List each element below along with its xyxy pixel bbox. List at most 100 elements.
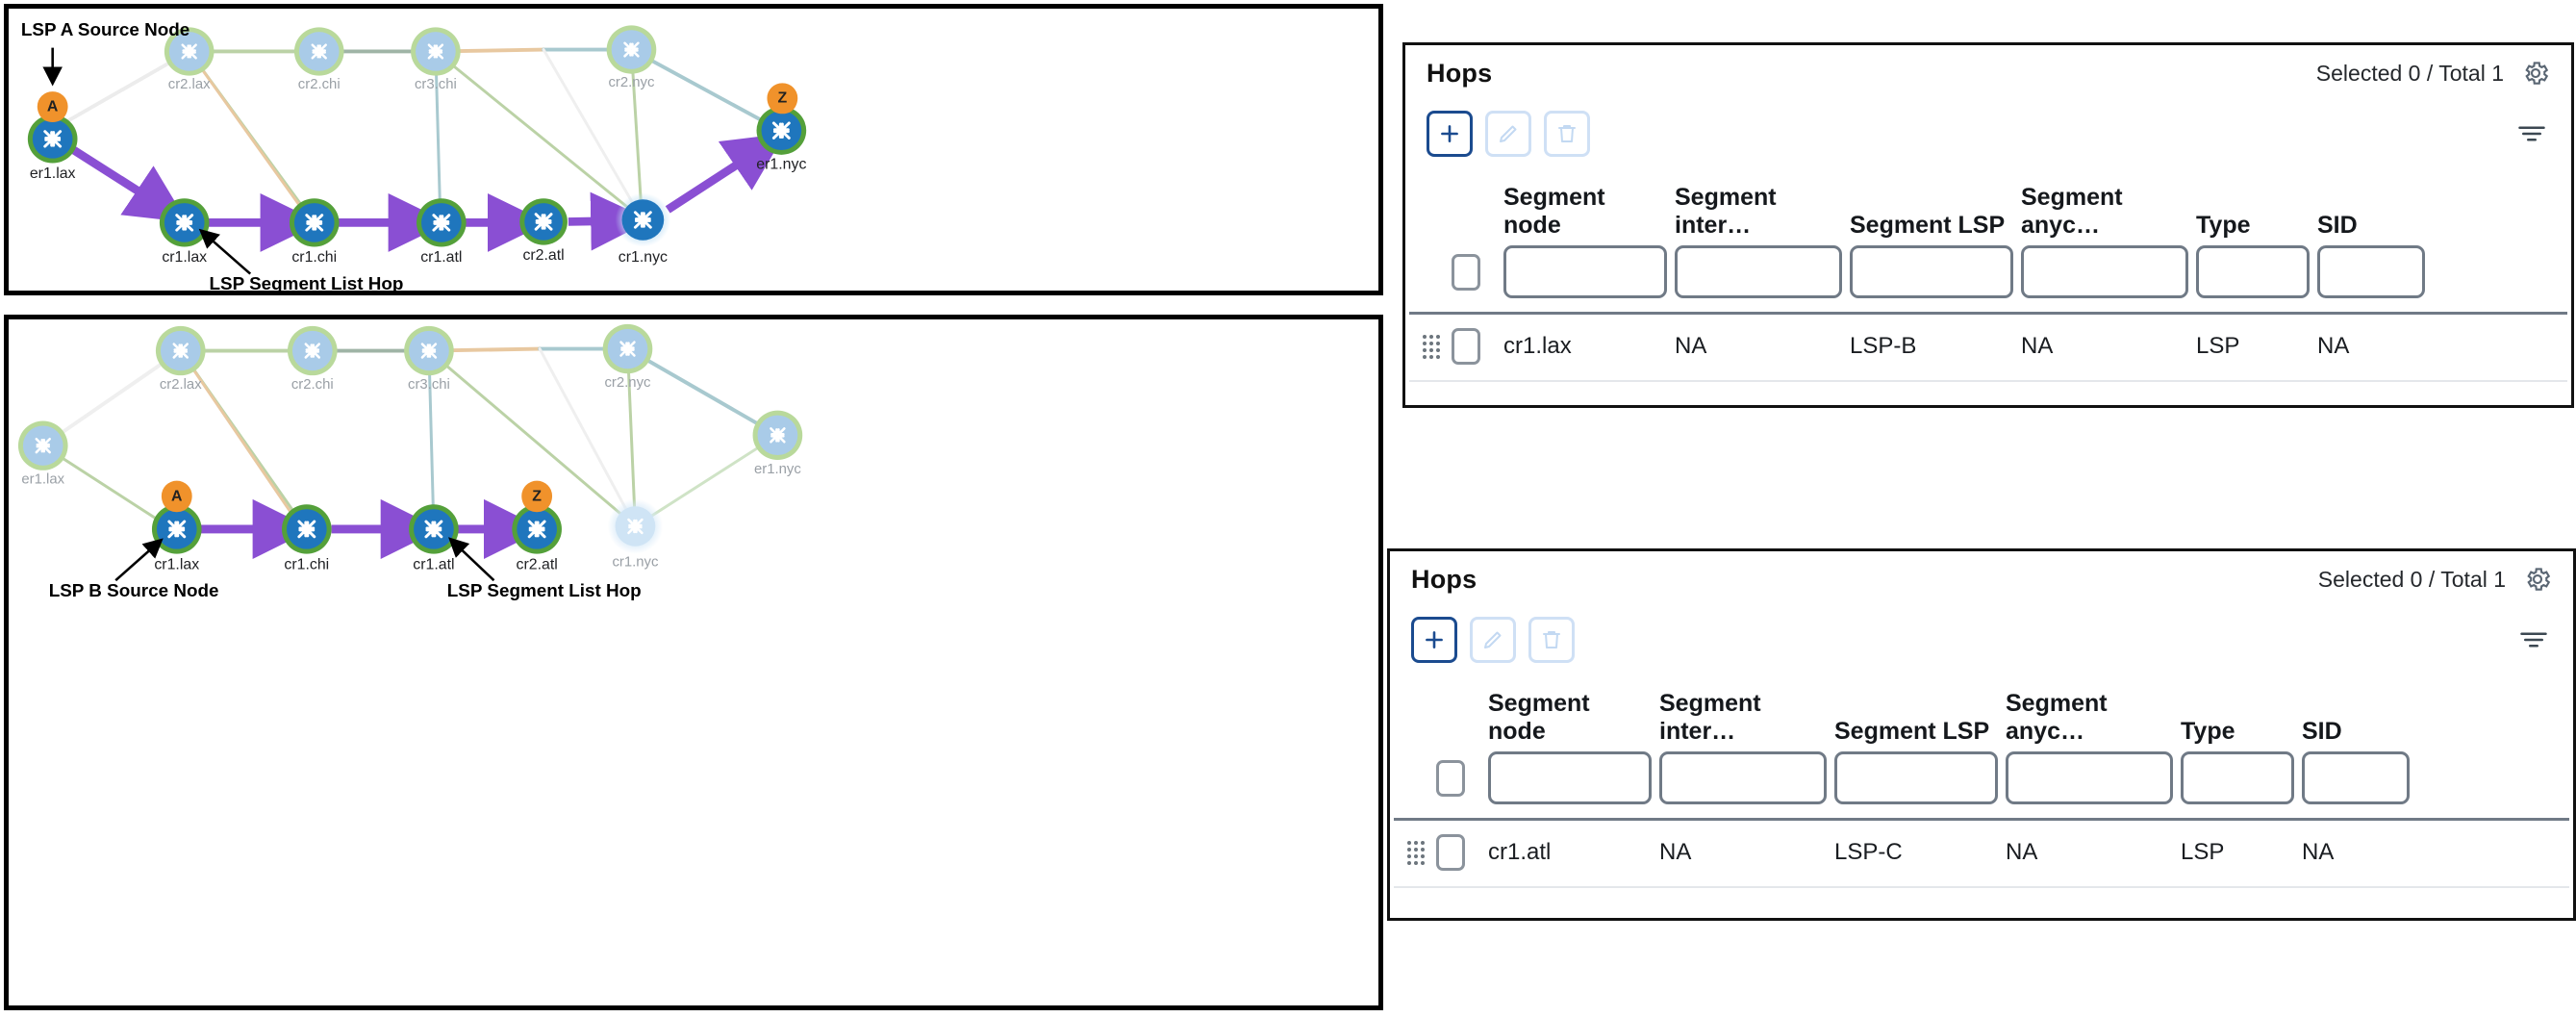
- select-all-checkbox-cell[interactable]: [1452, 253, 1503, 291]
- filter-input-segment-interface[interactable]: [1675, 245, 1842, 298]
- delete-hop-button[interactable]: [1544, 111, 1590, 157]
- lsp-a-topology-panel[interactable]: cr2.lax cr2.chi cr3.chi cr2.nyc: [4, 4, 1383, 295]
- node-label: er1.lax: [30, 165, 76, 182]
- column-header-type[interactable]: Type: [2181, 718, 2235, 745]
- column-header-sid[interactable]: SID: [2317, 212, 2358, 239]
- node-cr1lax[interactable]: cr1.lax: [151, 504, 202, 572]
- node-cr1nyc[interactable]: cr1.nyc: [607, 498, 664, 570]
- filter-input-segment-anycast[interactable]: [2021, 245, 2188, 298]
- marker-label: Z: [777, 90, 787, 107]
- node-cr2nyc[interactable]: cr2.nyc: [602, 323, 653, 391]
- lsp-b-topology-panel[interactable]: cr2.lax cr2.chi cr3.chi cr2.nyc: [4, 315, 1383, 1010]
- node-cr1atl[interactable]: cr1.atl: [409, 504, 459, 572]
- hops-panel-b[interactable]: Hops Selected 0 / Total 1: [1387, 548, 2576, 921]
- node-er1lax[interactable]: er1.lax: [27, 114, 78, 182]
- filter-input-sid[interactable]: [2317, 245, 2425, 298]
- table-row[interactable]: cr1.atl NA LSP-C NA LSP NA: [1394, 821, 2569, 888]
- hops-panel-a[interactable]: Hops Selected 0 / Total 1: [1402, 42, 2574, 408]
- filter-input-sid[interactable]: [2302, 751, 2410, 804]
- column-header-sid[interactable]: SID: [2302, 718, 2342, 745]
- node-cr2atl[interactable]: cr2.atl: [512, 504, 562, 572]
- gear-icon[interactable]: [2521, 59, 2550, 88]
- column-header-segment-node[interactable]: Segment node: [1503, 184, 1605, 239]
- cell-segment-node: cr1.atl: [1488, 839, 1552, 865]
- plus-icon: [1426, 631, 1443, 648]
- edit-hop-button[interactable]: [1485, 111, 1531, 157]
- row-drag-handle[interactable]: [1409, 335, 1452, 359]
- node-cr3chi[interactable]: cr3.chi: [411, 27, 461, 92]
- hops-b-filter-row: [1394, 750, 2569, 821]
- filter-input-segment-node[interactable]: [1503, 245, 1667, 298]
- column-header-segment-anycast[interactable]: Segment anyc…: [2006, 690, 2108, 745]
- cell-sid: NA: [2317, 333, 2350, 359]
- active-nodes[interactable]: cr1.lax A cr1.chi cr1.atl: [151, 480, 562, 573]
- column-header-segment-anycast[interactable]: Segment anyc…: [2021, 184, 2123, 239]
- node-cr3chi[interactable]: cr3.chi: [404, 325, 454, 393]
- filter-input-segment-lsp[interactable]: [1850, 245, 2013, 298]
- pencil-icon: [1484, 631, 1502, 648]
- node-cr2chi[interactable]: cr2.chi: [293, 27, 344, 92]
- column-header-segment-node[interactable]: Segment node: [1488, 690, 1590, 745]
- column-header-type[interactable]: Type: [2196, 212, 2251, 239]
- annotation-lsp-b-hop: LSP Segment List Hop: [447, 537, 642, 600]
- node-cr1lax[interactable]: cr1.lax: [159, 198, 210, 266]
- node-er1lax[interactable]: er1.lax: [17, 420, 68, 488]
- node-cr1chi[interactable]: cr1.chi: [289, 198, 340, 266]
- node-cr2atl[interactable]: cr2.atl: [519, 198, 568, 264]
- filter-input-segment-anycast[interactable]: [2006, 751, 2173, 804]
- cell-type: LSP: [2181, 839, 2225, 865]
- table-row[interactable]: cr1.lax NA LSP-B NA LSP NA: [1409, 315, 2567, 382]
- hops-b-title: Hops: [1411, 564, 1477, 594]
- node-label: cr1.atl: [413, 556, 454, 572]
- row-checkbox[interactable]: [1452, 328, 1480, 365]
- node-cr1chi[interactable]: cr1.chi: [282, 504, 332, 572]
- row-checkbox-cell[interactable]: [1436, 834, 1488, 871]
- node-cr2lax[interactable]: cr2.lax: [155, 325, 206, 393]
- lsp-b-topology-canvas[interactable]: cr2.lax cr2.chi cr3.chi cr2.nyc: [9, 319, 1378, 1005]
- row-drag-handle[interactable]: [1394, 841, 1436, 865]
- filter-input-type[interactable]: [2181, 751, 2294, 804]
- filter-input-segment-node[interactable]: [1488, 751, 1652, 804]
- delete-hop-button[interactable]: [1528, 617, 1575, 663]
- column-header-segment-lsp[interactable]: Segment LSP: [1850, 212, 2006, 239]
- node-cr1nyc[interactable]: cr1.nyc: [615, 192, 671, 266]
- filter-icon[interactable]: [2517, 122, 2546, 145]
- hops-b-toolbar: [1390, 607, 2573, 669]
- annotation-label: LSP A Source Node: [21, 19, 189, 39]
- dim-nodes[interactable]: cr2.lax cr2.chi cr3.chi cr2.nyc: [164, 25, 657, 92]
- hops-b-table: Segment node Segment inter… Segment LSP …: [1390, 669, 2573, 888]
- lsp-a-topology-canvas[interactable]: cr2.lax cr2.chi cr3.chi cr2.nyc: [9, 9, 1378, 291]
- filter-input-type[interactable]: [2196, 245, 2310, 298]
- node-er1nyc[interactable]: er1.nyc: [752, 410, 803, 477]
- column-header-segment-lsp[interactable]: Segment LSP: [1834, 718, 1990, 745]
- hops-b-column-headers: Segment node Segment inter… Segment LSP …: [1394, 669, 2569, 750]
- edit-hop-button[interactable]: [1470, 617, 1516, 663]
- annotation-lsp-b-source: LSP B Source Node: [49, 538, 219, 600]
- node-er1nyc[interactable]: er1.nyc: [756, 106, 807, 173]
- select-all-checkbox[interactable]: [1452, 253, 1480, 291]
- node-cr2chi[interactable]: cr2.chi: [287, 325, 338, 393]
- filter-input-segment-interface[interactable]: [1659, 751, 1827, 804]
- hops-b-header: Hops Selected 0 / Total 1: [1390, 551, 2573, 607]
- active-nodes[interactable]: er1.lax A cr1.lax cr1.chi: [27, 83, 807, 266]
- node-cr2lax[interactable]: cr2.lax: [164, 27, 215, 92]
- select-all-checkbox[interactable]: [1436, 759, 1465, 797]
- filter-input-segment-lsp[interactable]: [1834, 751, 1998, 804]
- filter-icon[interactable]: [2519, 628, 2548, 651]
- node-cr1atl[interactable]: cr1.atl: [417, 198, 467, 266]
- hops-a-header: Hops Selected 0 / Total 1: [1405, 45, 2571, 101]
- node-label: er1.nyc: [754, 462, 801, 477]
- row-checkbox[interactable]: [1436, 834, 1465, 871]
- gear-icon[interactable]: [2523, 565, 2552, 594]
- column-header-segment-interface[interactable]: Segment inter…: [1659, 690, 1761, 745]
- node-cr2nyc[interactable]: cr2.nyc: [606, 25, 657, 90]
- select-all-checkbox-cell[interactable]: [1436, 759, 1488, 797]
- marker-a: A: [161, 480, 192, 513]
- add-hop-button[interactable]: [1427, 111, 1473, 157]
- node-label: cr2.nyc: [605, 375, 652, 391]
- column-header-segment-interface[interactable]: Segment inter…: [1675, 184, 1777, 239]
- dim-nodes[interactable]: cr2.lax cr2.chi cr3.chi cr2.nyc: [17, 323, 803, 570]
- add-hop-button[interactable]: [1411, 617, 1457, 663]
- node-label: cr2.chi: [298, 77, 341, 92]
- row-checkbox-cell[interactable]: [1452, 328, 1503, 365]
